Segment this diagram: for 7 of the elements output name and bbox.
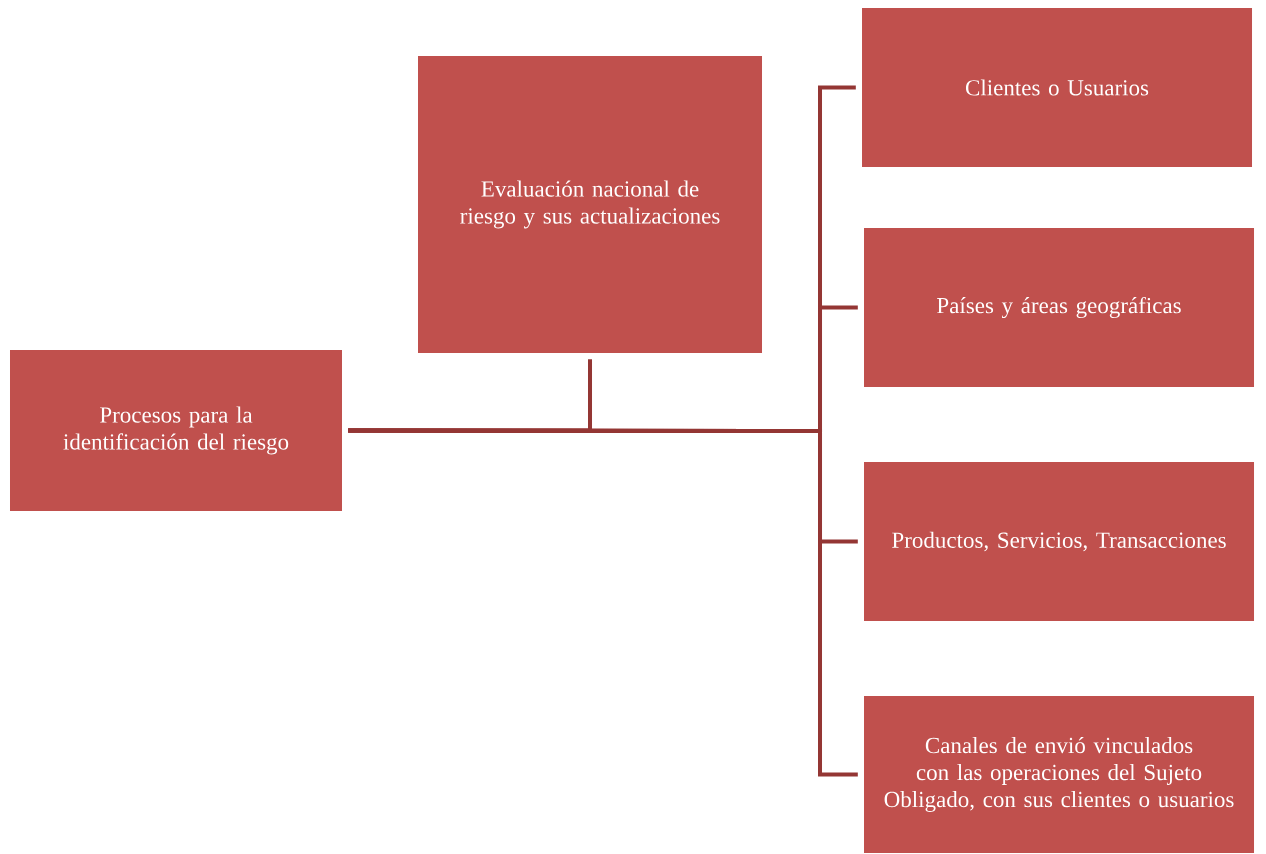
process-box: Evaluación nacional de riesgo y sus actualizaciones — [418, 56, 762, 353]
process-box: Procesos para la identificación del riesgo — [10, 350, 342, 511]
process-box: Países y áreas geográficas — [864, 228, 1254, 387]
process-box: Canales de envió vinculados con las operaciones del Sujeto Obligado, con sus clientes o usuarios — [864, 696, 1254, 853]
process-box: Productos, Servicios, Transacciones — [864, 462, 1254, 621]
connector-line — [348, 428, 858, 777]
process-box: Clientes o Usuarios — [862, 8, 1252, 167]
